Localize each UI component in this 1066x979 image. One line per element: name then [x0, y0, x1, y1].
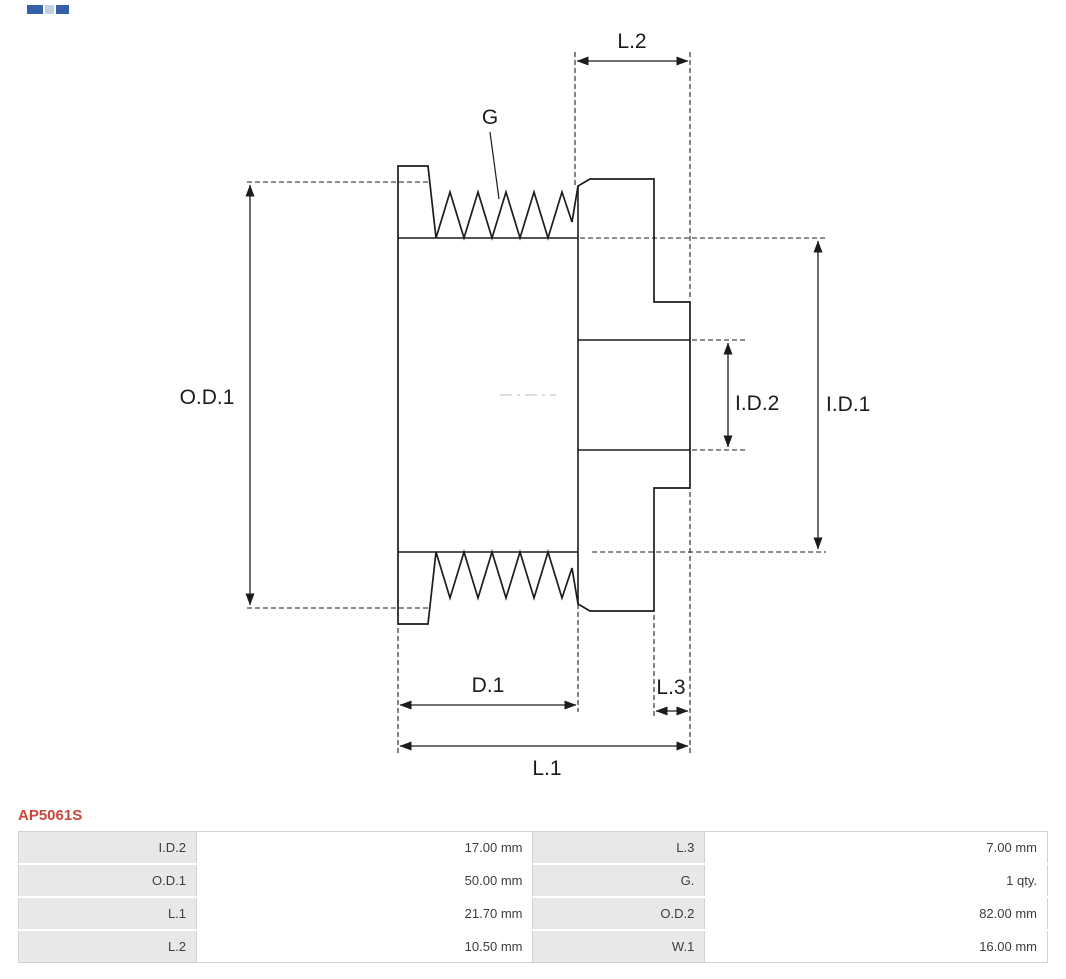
- spec-value-cell: 50.00 mm: [196, 863, 534, 898]
- d1-label: D.1: [472, 674, 505, 697]
- id2-label: I.D.2: [735, 392, 779, 415]
- spec-label-cell: L.1: [17, 896, 198, 931]
- spec-label-cell: O.D.2: [532, 896, 706, 931]
- spec-table: I.D.2 17.00 mm L.3 7.00 mm O.D.1 50.00 m…: [17, 831, 1048, 963]
- spec-label-cell: L.2: [17, 929, 198, 963]
- pulley-outline: [397, 165, 691, 625]
- g-leader-line: [489, 131, 500, 200]
- dimension-lines: [245, 56, 823, 751]
- product-code: AP5061S: [18, 807, 83, 824]
- technical-drawing-area: O.D.1 G L.2 I.D.2 I.D.1 D.1 L.3 L.1: [180, 30, 871, 780]
- brand-logo: [27, 5, 69, 14]
- spec-value-cell: 7.00 mm: [704, 831, 1048, 865]
- spec-label-cell: I.D.2: [17, 831, 198, 865]
- spec-label-cell: L.3: [532, 831, 706, 865]
- brand-logo-segment: [45, 5, 54, 14]
- spec-value-cell: 17.00 mm: [196, 831, 534, 865]
- l2-label: L.2: [617, 30, 646, 53]
- spec-value-cell: 10.50 mm: [196, 929, 534, 963]
- od1-label: O.D.1: [180, 386, 235, 409]
- l3-label: L.3: [656, 676, 685, 699]
- extension-lines: [247, 52, 826, 753]
- pulley-technical-drawing: O.D.1 G L.2 I.D.2 I.D.1 D.1 L.3 L.1: [180, 30, 871, 780]
- spec-value-cell: 1 qty.: [704, 863, 1048, 898]
- spec-row: O.D.1 50.00 mm G. 1 qty.: [17, 863, 1048, 898]
- brand-logo-segment: [27, 5, 43, 14]
- g-label: G: [482, 106, 498, 129]
- spec-value-cell: 21.70 mm: [196, 896, 534, 931]
- spec-value-cell: 16.00 mm: [704, 929, 1048, 963]
- id1-label: I.D.1: [826, 393, 870, 416]
- spec-row: L.1 21.70 mm O.D.2 82.00 mm: [17, 896, 1048, 931]
- spec-label-cell: W.1: [532, 929, 706, 963]
- spec-label-cell: G.: [532, 863, 706, 898]
- spec-row: I.D.2 17.00 mm L.3 7.00 mm: [17, 831, 1048, 865]
- spec-label-cell: O.D.1: [17, 863, 198, 898]
- dimension-labels: O.D.1 G L.2 I.D.2 I.D.1 D.1 L.3 L.1: [180, 30, 871, 780]
- spec-row: L.2 10.50 mm W.1 16.00 mm: [17, 929, 1048, 963]
- spec-value-cell: 82.00 mm: [704, 896, 1048, 931]
- l1-label: L.1: [532, 757, 561, 780]
- brand-logo-segment: [56, 5, 69, 14]
